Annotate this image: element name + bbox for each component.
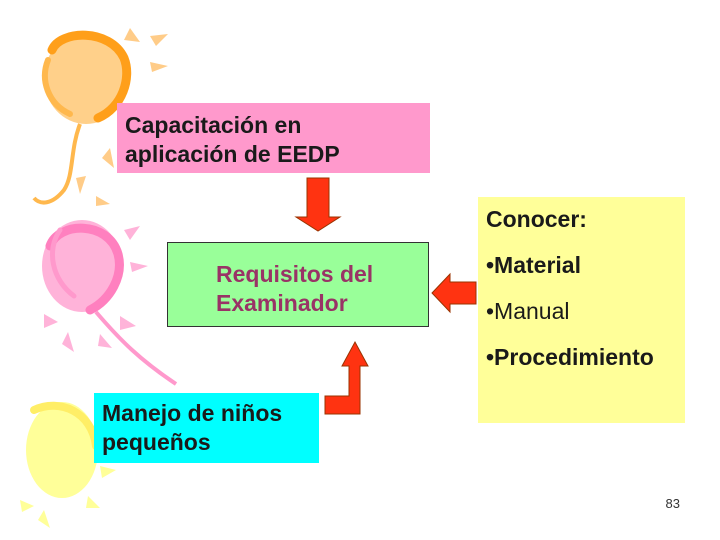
- arrow-down: [294, 177, 342, 232]
- arrow-bent-up: [324, 340, 369, 415]
- child-handling-line1: Manejo de niños: [102, 400, 283, 426]
- knowledge-item-manual: •Manual: [486, 298, 570, 324]
- knowledge-heading: Conocer:: [486, 206, 587, 232]
- examiner-requirements-line2: Examinador: [216, 289, 348, 316]
- training-box-line1: Capacitación en: [125, 112, 302, 138]
- pink-balloon-decoration: [42, 220, 178, 386]
- page-number: 83: [665, 496, 680, 511]
- training-box-line2: aplicación de EEDP: [125, 140, 340, 167]
- knowledge-box: Conocer: •Material •Manual •Procedimient…: [478, 197, 685, 423]
- examiner-requirements-line1: Requisitos del: [216, 261, 374, 287]
- knowledge-item-procedure: •Procedimiento: [486, 344, 654, 370]
- knowledge-item-material: •Material: [486, 252, 581, 278]
- child-handling-line2: pequeños: [102, 428, 211, 455]
- training-box: Capacitación en aplicación de EEDP: [117, 103, 430, 173]
- yellow-balloon-decoration: [20, 401, 116, 528]
- arrow-left: [431, 272, 477, 314]
- child-handling-box: Manejo de niños pequeños: [94, 393, 319, 463]
- examiner-requirements-box: Requisitos del Examinador: [167, 242, 429, 327]
- orange-balloon-decoration: [32, 28, 168, 206]
